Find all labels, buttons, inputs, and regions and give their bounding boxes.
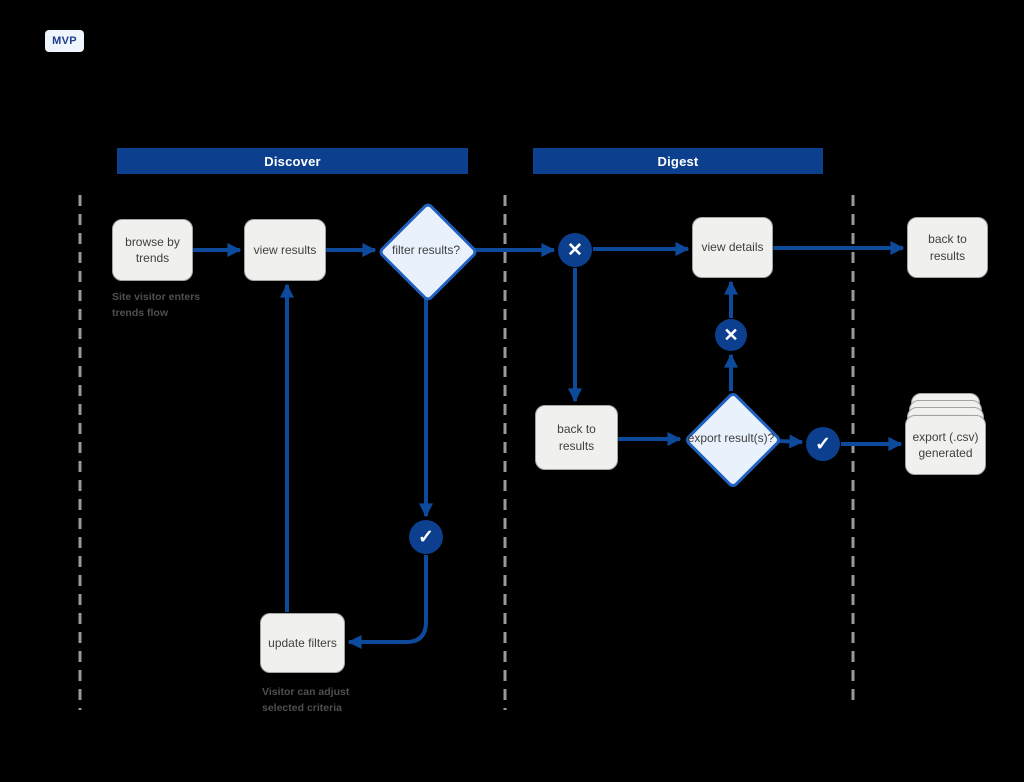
node-view-details: view details <box>692 217 773 278</box>
decision-filter-results: filter results? <box>379 201 473 299</box>
yes-icon: ✓ <box>409 520 443 554</box>
node-back-to-results-mid: back to results <box>535 405 618 470</box>
lane-header-discover: Discover <box>117 148 468 174</box>
node-back-to-results-top: back to results <box>907 217 988 278</box>
node-view-results: view results <box>244 219 326 281</box>
no-icon: ✕ <box>558 233 592 267</box>
lane-header-digest: Digest <box>533 148 823 174</box>
yes-icon: ✓ <box>806 427 840 461</box>
annotation-adjust-criteria: Visitor can adjust selected criteria <box>262 686 350 715</box>
arrow-yes-to-update-filters <box>347 555 428 649</box>
decision-filter-results-label: filter results? <box>391 243 461 257</box>
arrow-export-to-yes <box>778 434 804 449</box>
node-update-filters: update filters <box>260 613 345 673</box>
annotation-enter-flow: Site visitor enters trends flow <box>112 291 201 320</box>
decision-export-results-label: export result(s)? <box>687 431 775 445</box>
mvp-badge: MVP <box>45 30 84 52</box>
node-export-csv-generated: export (.csv) generated <box>905 415 986 475</box>
node-browse-by-trends: browse by trends <box>112 219 193 281</box>
decision-export-results: export result(s)? <box>684 392 778 484</box>
no-icon: ✕ <box>715 319 747 351</box>
